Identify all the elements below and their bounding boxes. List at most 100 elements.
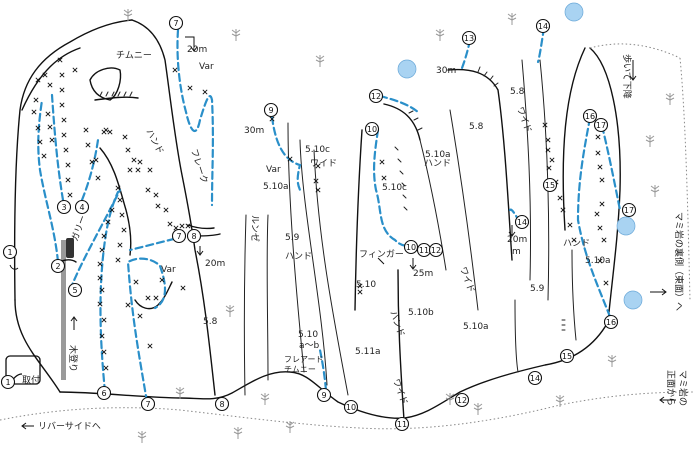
route-marker-7: 7 <box>171 228 187 244</box>
rappel-labels: 20m 20m 30m 25m 30m 20m m <box>9 36 676 430</box>
bolt-marker <box>599 177 605 183</box>
label-gully: ガリー <box>69 214 89 243</box>
label-wide-mid: ワイド <box>310 159 337 169</box>
bolt-marker <box>31 109 37 115</box>
svg-text:16: 16 <box>606 318 616 327</box>
route-line-16 <box>576 116 614 324</box>
route-marker-11: 11 <box>394 416 410 432</box>
bolt-marker <box>61 132 67 138</box>
approach-trails <box>0 43 694 430</box>
tree-icon <box>123 9 133 21</box>
route-marker-15: 15 <box>559 348 575 364</box>
grade-5-10ab-sub: a～b <box>299 341 320 351</box>
route-lines <box>37 26 622 404</box>
route-marker-12: 12 <box>368 88 384 104</box>
tree-icon <box>137 431 147 443</box>
bolt-marker <box>163 207 169 213</box>
bolt-marker <box>109 207 115 213</box>
bolt-marker <box>185 223 191 229</box>
route-line-17 <box>600 124 622 212</box>
bolt-marker <box>83 127 89 133</box>
svg-text:14: 14 <box>517 218 527 227</box>
bolt-marker <box>187 85 193 91</box>
svg-text:12: 12 <box>431 246 441 255</box>
bolt-marker <box>41 153 47 159</box>
bolt-marker <box>603 280 609 286</box>
svg-text:3: 3 <box>61 203 66 212</box>
label-walk-down: 歩いて下降 <box>621 54 633 99</box>
svg-text:9: 9 <box>268 106 273 115</box>
route-marker-8: 8 <box>186 228 202 244</box>
bolt-marker <box>101 233 107 239</box>
tree-icon <box>285 421 295 433</box>
svg-text:11: 11 <box>419 246 429 255</box>
bolt-marker <box>597 258 603 264</box>
tree-icon <box>607 355 617 367</box>
bolt-marker <box>47 124 53 130</box>
bolt-marker <box>287 156 293 162</box>
svg-text:7: 7 <box>145 400 150 409</box>
label-flake: フレーク <box>188 148 210 186</box>
route-marker-5: 5 <box>67 282 83 298</box>
bolt-marker <box>125 302 131 308</box>
bolt-marker <box>180 285 186 291</box>
bolt-marker <box>42 72 48 78</box>
bolt-marker <box>89 159 95 165</box>
grade-5-10ab: 5.10 <box>298 330 318 340</box>
bolt-marker <box>269 116 275 122</box>
label-mamiya-front-1: マミ岩の <box>677 370 689 406</box>
svg-text:14: 14 <box>538 22 548 31</box>
grade-5-10a-rr: 5.10a <box>585 256 611 266</box>
bolt-marker <box>145 295 151 301</box>
grade-5-10b: 5.10b <box>408 308 434 318</box>
bolt-marker <box>85 142 91 148</box>
route-line-4 <box>80 138 100 202</box>
label-wide-center: ワイド <box>390 378 409 407</box>
route-marker-10: 10 <box>403 239 419 255</box>
svg-text:17: 17 <box>596 121 606 130</box>
bolt-marker <box>59 87 65 93</box>
svg-text:10: 10 <box>367 125 377 134</box>
bolt-marker <box>594 211 600 217</box>
bolt-marker <box>137 159 143 165</box>
route-line-12 <box>378 94 420 114</box>
bolt-marker <box>97 275 103 281</box>
label-riverside: リバーサイドへ <box>38 421 101 432</box>
route-marker-16: 16 <box>582 108 598 124</box>
bolt-marker <box>549 157 555 163</box>
grade-5-8-top: 5.8 <box>510 87 525 97</box>
bolt-marker <box>145 187 151 193</box>
route-marker-14: 14 <box>527 370 543 386</box>
grade-5-9-r: 5.9 <box>530 284 545 294</box>
bush-icon <box>397 59 417 79</box>
label-hand-center: ハンド <box>387 310 406 339</box>
bolt-marker <box>567 222 573 228</box>
tree-icon <box>233 427 243 439</box>
rock-outlines <box>13 19 621 421</box>
grade-5-10a-mid: 5.10a <box>263 182 289 192</box>
svg-text:5: 5 <box>72 286 77 295</box>
svg-text:12: 12 <box>457 396 467 405</box>
bolt-marker <box>172 67 178 73</box>
label-tree-climb: 木登り <box>67 345 79 372</box>
bolt-marker <box>545 147 551 153</box>
route-marker-14: 14 <box>535 18 551 34</box>
bolt-marker <box>137 313 143 319</box>
bolt-marker <box>117 197 123 203</box>
grade-labels: 5.10c 5.10a 5.10a 5.10c 5.9 5.8 5.8 5.8 … <box>203 87 611 357</box>
grade-5-10: 5.10 <box>356 280 376 290</box>
bolt-marker <box>35 77 41 83</box>
bolt-marker <box>72 67 78 73</box>
bolt-marker <box>65 177 71 183</box>
bolt-marker <box>135 167 141 173</box>
svg-text:6: 6 <box>101 389 106 398</box>
feature-labels: Var チムニー ハンド フレーク Var ワイド ルンゼ ハンド Var ガリ… <box>22 50 689 432</box>
route-marker-12: 12 <box>454 392 470 408</box>
bolt-marker <box>103 127 109 133</box>
bolt-marker <box>95 175 101 181</box>
route-line-7 <box>126 257 167 404</box>
route-marker-8: 8 <box>214 396 230 412</box>
bolt-marker <box>357 283 363 289</box>
route-marker-13: 13 <box>461 30 477 46</box>
bolt-marker <box>546 165 552 171</box>
